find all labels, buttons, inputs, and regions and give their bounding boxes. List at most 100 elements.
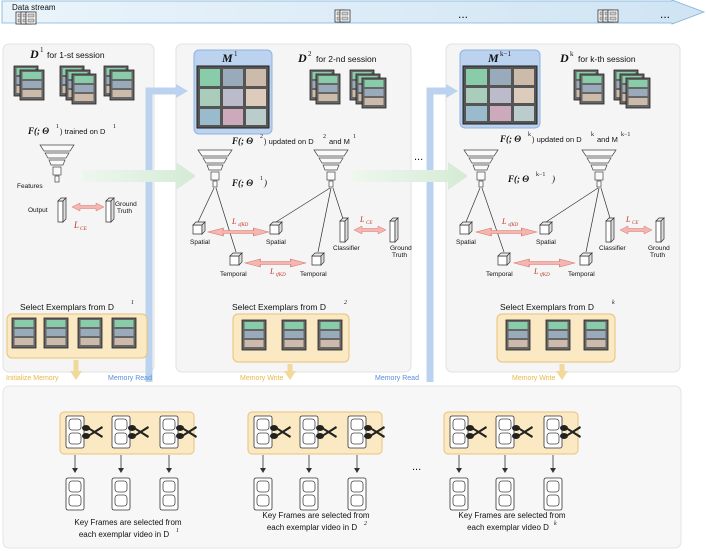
sk-model-b: ) updated on D — [532, 135, 582, 144]
sk-loss-kd: L — [501, 217, 507, 226]
s2-loss-kd2: L — [269, 267, 275, 276]
s2-cube-3 — [229, 252, 243, 266]
s2-branch-lines — [197, 187, 345, 253]
memory-read-path-1 — [145, 84, 188, 382]
sk-old-model-sup: k−1 — [536, 172, 545, 178]
sk-loss-kd-sub: sfKD — [508, 223, 519, 228]
sk-classifier: Classifier — [599, 245, 627, 252]
sk-memory-action: Memory Write — [512, 375, 556, 382]
s2-select-label: Select Exemplars from D — [232, 302, 326, 312]
s2-memory-action: Memory Write — [240, 375, 284, 382]
caption-1-sup: 1 — [176, 528, 179, 534]
middle-ellipsis: ... — [414, 151, 423, 163]
keyframe-group-k — [443, 411, 581, 511]
sk-loss-ce: L — [625, 215, 631, 224]
s2-model: F(; Θ — [231, 136, 253, 146]
sk-cube-3 — [497, 252, 511, 266]
s2-spatial-1: Spatial — [190, 239, 210, 246]
sk-title-sup: k — [570, 50, 574, 58]
s1-output-bar — [57, 197, 67, 223]
s2-cube-2 — [269, 221, 283, 235]
s2-old-model: F(; Θ — [231, 178, 253, 188]
sk-model-and: and M — [597, 135, 618, 144]
caption-2-sup: 2 — [364, 521, 367, 527]
sk-model-sup: k — [528, 132, 531, 138]
s2-ground-1: Ground — [390, 245, 412, 252]
s2-loss-ce: L — [359, 215, 365, 224]
s2-loss-kd: L — [231, 217, 237, 226]
s2-select-sup: 2 — [344, 300, 347, 306]
data-stream-arrow — [1, 0, 706, 25]
s2-title-d: D — [297, 51, 307, 65]
s1-model-a: F(; Θ — [27, 126, 49, 136]
sk-title-rest: for k-th session — [578, 54, 636, 64]
s2-ground-2: Truth — [392, 252, 407, 259]
stream-ellipsis-2: ... — [660, 7, 670, 21]
s2-cube-4 — [311, 252, 325, 266]
s2-old-model-close: ) — [263, 178, 267, 188]
flow-arrow-1 — [82, 162, 196, 190]
s1-ground-2: Truth — [117, 208, 132, 215]
s2-title-rest: for 2-nd session — [316, 54, 377, 64]
s1-loss-ce: L — [73, 220, 79, 230]
sk-select-sup: k — [612, 300, 615, 306]
s1-memory-action: Initialize Memory — [6, 375, 59, 382]
s2-model-sup: 2 — [260, 134, 263, 140]
s2-title-sup: 2 — [308, 50, 312, 58]
s2-title-m: M — [221, 51, 233, 65]
s2-ground-bar — [389, 217, 399, 243]
caption-1-line1: Key Frames are selected from — [74, 518, 181, 527]
s2-loss-kd2-sub: tfKD — [276, 273, 286, 278]
sk-classifier-bar — [605, 217, 615, 243]
sk-select-label: Select Exemplars from D — [500, 302, 594, 312]
sk-model-sup3: k−1 — [621, 132, 630, 138]
s1-ground-1: Ground — [115, 201, 137, 208]
sk-ground-1: Ground — [648, 245, 670, 252]
sk-loss-kd2-sub: tfKD — [540, 273, 550, 278]
s1-title-sup: 1 — [40, 46, 44, 54]
caption-k-line1: Key Frames are selected from — [458, 511, 565, 520]
sk-model-sup2: k — [591, 132, 594, 138]
s2-temporal-2: Temporal — [300, 271, 327, 278]
s2-loss-kd-sub: sfKD — [238, 223, 249, 228]
s2-model-b: ) updated on D — [264, 137, 314, 146]
s1-model-sup: 1 — [56, 124, 59, 130]
s2-spatial-2: Spatial — [266, 239, 286, 246]
s1-features-label: Features — [17, 183, 43, 190]
s2-temporal-1: Temporal — [220, 271, 247, 278]
bottom-ellipsis: ... — [412, 461, 421, 473]
sk-cube-2 — [539, 221, 553, 235]
caption-2-line1: Key Frames are selected from — [262, 511, 369, 520]
s2-memory-arrow — [284, 371, 296, 380]
s2-old-model-sup: 1 — [260, 176, 263, 182]
s2-loss-ce-sub: CE — [366, 221, 372, 226]
sk-spatial-1: Spatial — [456, 239, 476, 246]
sk-ground-bar — [655, 217, 665, 243]
caption-2-line2: each exemplar video in D — [267, 523, 357, 532]
data-stream-label: Data stream — [12, 3, 56, 12]
s1-ground-bar — [105, 197, 115, 223]
sk-memory-clips — [462, 65, 538, 125]
s1-model-sup2: 1 — [113, 124, 116, 130]
s1-select-label: Select Exemplars from D — [20, 302, 114, 312]
sk-spatial-2: Spatial — [536, 239, 556, 246]
stream-ellipsis-1: ... — [458, 7, 468, 21]
s1-loss-ce-sub: CE — [80, 226, 88, 232]
s1-output-label: Output — [28, 207, 48, 214]
sk-branch-lines — [465, 187, 611, 253]
sk-loss-kd2: L — [533, 267, 539, 276]
s2-classifier: Classifier — [333, 245, 361, 252]
s2-model-sup2: 2 — [323, 134, 326, 140]
s2-cube-1 — [192, 221, 206, 235]
s1-title-d: D — [29, 47, 39, 61]
flow-arrow-2 — [352, 162, 468, 190]
sk-loss-ce-sub: CE — [632, 221, 638, 226]
caption-1-line2: each exemplar video in D — [79, 530, 169, 539]
s2-memory-clips — [196, 65, 270, 129]
sk-temporal-1: Temporal — [486, 271, 513, 278]
sk-temporal-2: Temporal — [568, 271, 595, 278]
sk-memory-arrow — [556, 371, 568, 380]
s1-model-b: ) trained on D — [60, 127, 106, 136]
